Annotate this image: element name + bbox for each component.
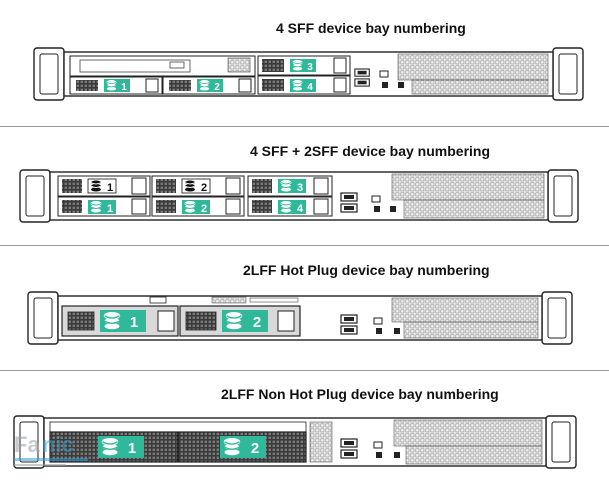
svg-text:1: 1 (128, 440, 136, 457)
svg-text:2: 2 (201, 182, 207, 194)
svg-text:3: 3 (307, 62, 313, 73)
svg-text:nic: nic (42, 432, 74, 457)
svg-text:2: 2 (251, 440, 259, 457)
watermark-logo: Fa nic (12, 428, 96, 474)
section-title-2lff-non-hot-plug: 2LFF Non Hot Plug device bay numbering (221, 386, 499, 402)
svg-text:2: 2 (214, 82, 220, 93)
bay-label-2: 2 (182, 200, 210, 215)
bay-label-1: 1 (104, 79, 130, 93)
svg-text:4: 4 (307, 82, 313, 93)
bay-label-3: 3 (290, 59, 316, 73)
server-4sff-2sff-diagram: 1 2 1 2 3 4 (19, 169, 579, 223)
svg-text:3: 3 (297, 182, 303, 194)
bay-label-4: 4 (278, 200, 306, 215)
svg-text:1: 1 (130, 314, 138, 331)
bay-label-2sff-1: 1 (87, 178, 117, 194)
server-2lff-non-hot-plug-diagram: 1 2 (13, 415, 577, 469)
section-title-4sff-2sff: 4 SFF + 2SFF device bay numbering (250, 143, 491, 159)
section-divider (0, 245, 609, 246)
section-divider (0, 126, 609, 127)
svg-text:1: 1 (107, 182, 113, 194)
bay-label-2: 2 (197, 79, 223, 93)
svg-text:Fa: Fa (14, 432, 40, 457)
section-title-4sff: 4 SFF device bay numbering (276, 20, 466, 36)
server-4sff-diagram: 1 2 3 4 (33, 47, 584, 101)
svg-text:1: 1 (107, 203, 113, 215)
bay-label-1: 1 (100, 310, 146, 332)
bay-label-2sff-2: 2 (181, 178, 211, 194)
svg-text:2: 2 (201, 203, 207, 215)
bay-label-1: 1 (88, 200, 116, 215)
section-divider (0, 370, 609, 371)
server-2lff-hot-plug-diagram: 1 2 (27, 291, 573, 345)
svg-text:2: 2 (253, 314, 261, 331)
bay-label-2: 2 (220, 436, 266, 458)
fanic-logo-icon: Fa nic (14, 432, 88, 466)
bay-label-3: 3 (278, 179, 306, 194)
bay-label-1: 1 (98, 436, 144, 458)
svg-text:4: 4 (297, 203, 304, 215)
bay-label-2: 2 (222, 310, 268, 332)
section-title-2lff-hot-plug: 2LFF Hot Plug device bay numbering (243, 262, 490, 278)
bay-label-4: 4 (290, 79, 316, 93)
svg-text:1: 1 (121, 82, 127, 93)
